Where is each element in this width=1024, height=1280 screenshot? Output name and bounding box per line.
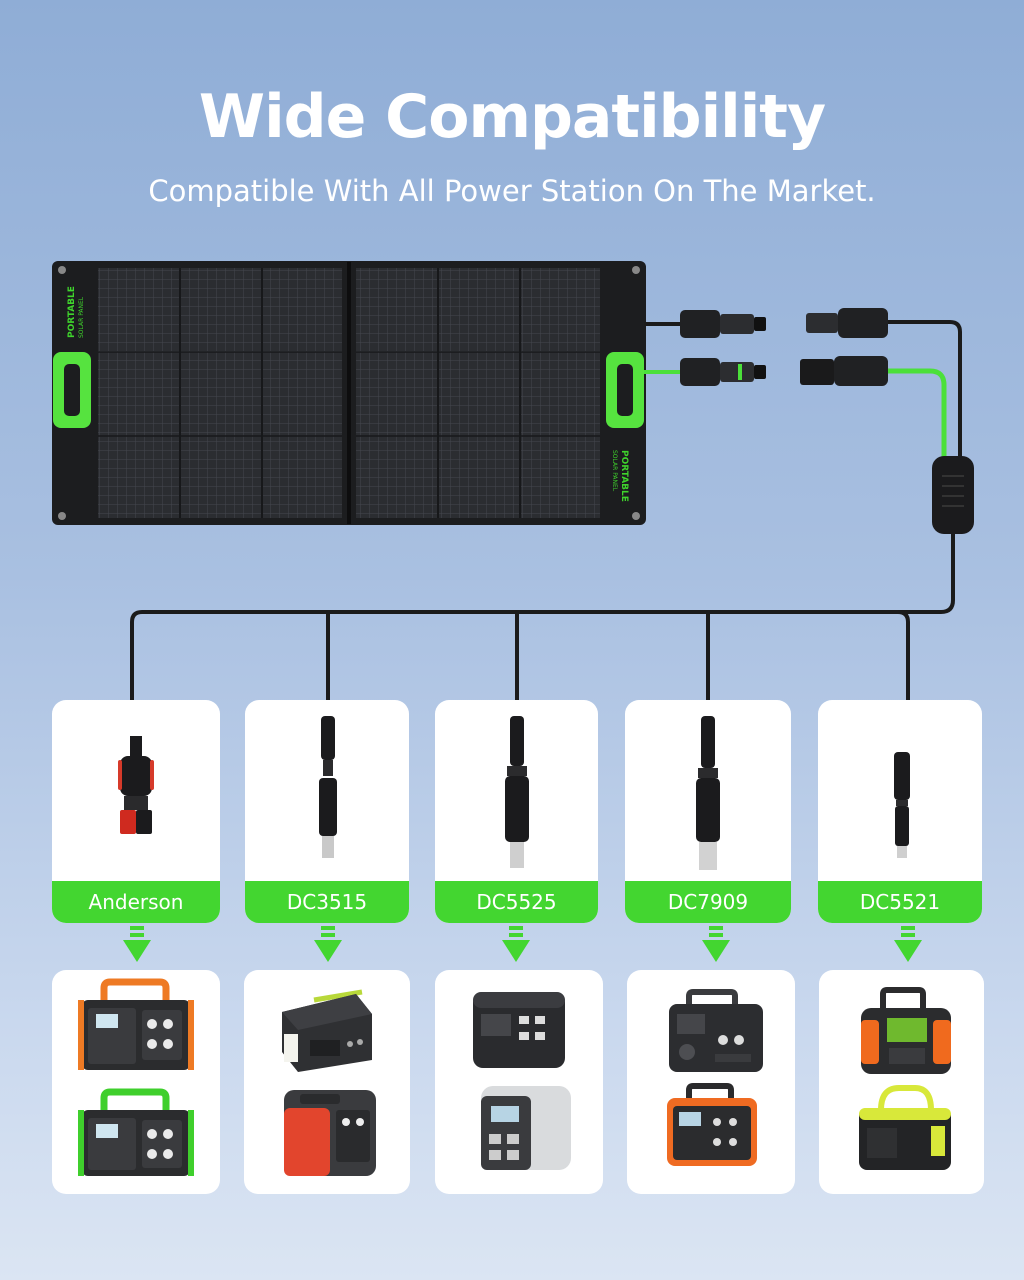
- right-handle: [606, 352, 644, 428]
- panel-right-subtext: SOLAR PANEL: [611, 450, 618, 492]
- device-card-dc5521: [819, 970, 984, 1194]
- connector-card-dc5525: DC5525: [435, 700, 598, 923]
- power-station-image: [78, 978, 194, 1176]
- solar-panel-diagram: PORTABLE SOLAR PANEL PORTABLE SOLAR PANE…: [52, 261, 974, 700]
- power-station-grey-icon: [669, 989, 763, 1072]
- dc3515-connector-icon: [319, 716, 337, 858]
- connector-card-dc3515: DC3515: [245, 700, 409, 923]
- mc4-connector-cable-1: [806, 308, 888, 338]
- connector-label: DC7909: [625, 881, 791, 923]
- arrow-down-icon: [894, 926, 922, 962]
- dc5521-connector-icon: [894, 752, 910, 858]
- mc4-connector-black-male: [680, 310, 766, 338]
- power-station-yellow-handle-icon: [859, 1085, 951, 1170]
- page-title: Wide Compatibility: [198, 82, 826, 152]
- power-station-image: [282, 989, 376, 1176]
- power-station-dark-icon: [282, 989, 372, 1072]
- power-station-image: [859, 987, 951, 1170]
- dc7909-connector-icon: [696, 716, 720, 870]
- panel-left-subtext: SOLAR PANEL: [78, 296, 85, 338]
- dc5525-connector-icon: [505, 716, 529, 868]
- connector-label: DC5521: [818, 881, 982, 923]
- connector-label: Anderson: [52, 881, 220, 923]
- power-station-black-icon: [473, 992, 565, 1068]
- solar-panel: PORTABLE SOLAR PANEL PORTABLE SOLAR PANE…: [52, 261, 646, 525]
- arrow-down-icon: [702, 926, 730, 962]
- arrow-down-icon: [314, 926, 342, 962]
- mc4-connector-cable-2: [800, 356, 888, 386]
- connector-card-dc5521: DC5521: [818, 700, 982, 923]
- panel-right-text: PORTABLE: [619, 450, 629, 502]
- arrow-down-icon: [123, 926, 151, 962]
- power-station-silver-icon: [481, 1086, 571, 1170]
- page-subtitle: Compatible With All Power Station On The…: [148, 174, 876, 208]
- connector-card-dc7909: DC7909: [625, 700, 791, 923]
- power-station-orange-black-icon: [667, 1083, 757, 1166]
- left-handle: [53, 352, 91, 428]
- connector-label: DC5525: [435, 881, 598, 923]
- anderson-connector-icon: [118, 736, 154, 834]
- connector-label: DC3515: [245, 881, 409, 923]
- power-station-orange-icon: [78, 978, 194, 1070]
- arrow-down-icon: [502, 926, 530, 962]
- device-card-dc7909: [627, 970, 795, 1194]
- power-station-red-icon: [284, 1090, 376, 1176]
- power-station-green-icon: [78, 1088, 194, 1176]
- y-splitter: [932, 456, 974, 534]
- mc4-connector-green-female: [680, 358, 766, 386]
- connector-card-anderson: Anderson: [52, 700, 220, 923]
- power-station-orange-camping-icon: [861, 987, 951, 1074]
- power-station-image: [667, 989, 763, 1166]
- panel-left-text: PORTABLE: [67, 286, 77, 338]
- device-card-anderson: [52, 970, 220, 1194]
- device-card-dc5525: [435, 970, 603, 1194]
- power-station-image: [473, 992, 571, 1170]
- device-card-dc3515: [244, 970, 410, 1194]
